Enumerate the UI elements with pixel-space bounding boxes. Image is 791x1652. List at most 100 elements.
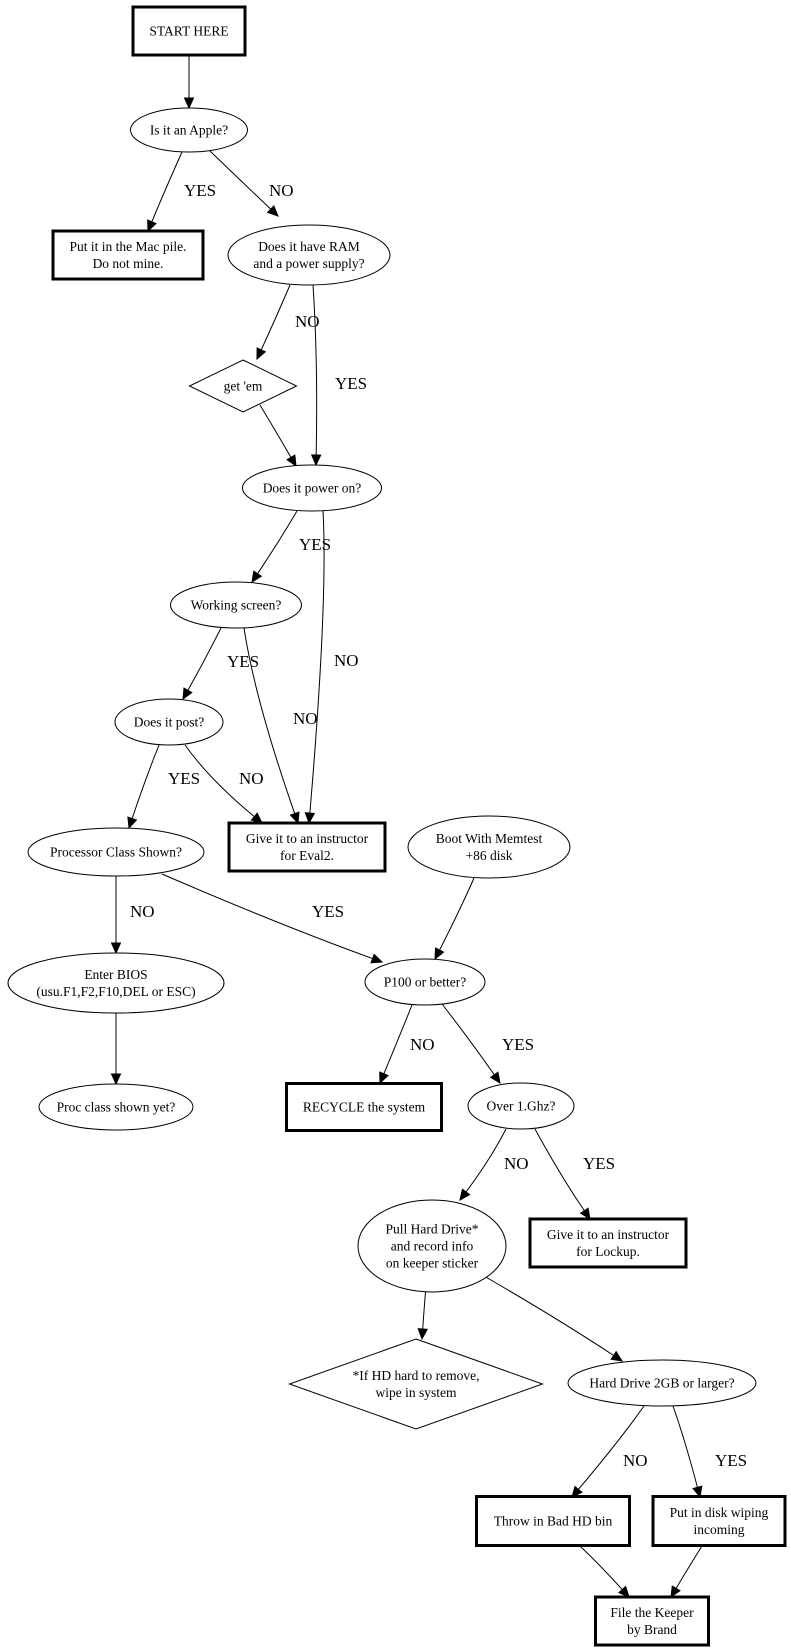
ellipse-shape xyxy=(242,464,382,512)
edge-label-no: NO xyxy=(410,1035,435,1054)
ellipse-shape xyxy=(7,952,225,1014)
node-label: +86 disk xyxy=(466,848,513,863)
node-label: Hard Drive 2GB or larger? xyxy=(589,1376,734,1391)
node-apple: Is it an Apple? xyxy=(130,107,248,153)
ellipse-shape xyxy=(407,815,571,879)
node-ram: Does it have RAM and a power supply? xyxy=(227,224,391,286)
node-recycle: RECYCLE the system xyxy=(285,1082,443,1132)
arrowhead-icon xyxy=(183,97,195,110)
node-label: *If HD hard to remove, xyxy=(352,1368,479,1383)
node-label: Throw in Bad HD bin xyxy=(494,1514,613,1529)
edge-screen-to-post xyxy=(182,627,222,701)
edge-pullhd-to-hdnote xyxy=(417,1285,428,1341)
node-label: START HERE xyxy=(149,24,228,39)
node-label: Pull Hard Drive* xyxy=(386,1222,479,1237)
arrowhead-icon xyxy=(127,816,138,830)
node-label: Working screen? xyxy=(191,598,282,613)
edge-p100-to-ghz xyxy=(441,1003,501,1084)
arrowhead-icon xyxy=(610,1350,624,1362)
node-label: Give it to an instructor xyxy=(547,1227,670,1242)
edge-label-yes: YES xyxy=(168,769,200,788)
edge-proc-to-p100 xyxy=(161,873,384,964)
edge-line xyxy=(675,1545,703,1589)
box-shape xyxy=(651,1495,787,1547)
edge-ram-to-power xyxy=(310,284,322,467)
arrowhead-icon xyxy=(670,1585,681,1599)
edge-line xyxy=(578,1405,645,1490)
arrowhead-icon xyxy=(618,1585,630,1598)
node-label: incoming xyxy=(694,1522,745,1537)
node-p100: P100 or better? xyxy=(364,958,486,1006)
arrowhead-icon xyxy=(147,219,157,233)
edge-wiping-to-keeper xyxy=(670,1545,703,1599)
edge-badhd-to-keeper xyxy=(579,1545,630,1598)
arrowhead-icon xyxy=(310,454,322,467)
edge-pullhd-to-hd2gb xyxy=(483,1275,624,1362)
arrowhead-icon xyxy=(289,811,300,825)
edge-proc-to-bios xyxy=(110,875,122,955)
arrowhead-icon xyxy=(434,947,445,961)
node-macpile: Put it in the Mac pile.Do not mine. xyxy=(51,229,205,281)
arrowhead-icon xyxy=(692,1485,703,1499)
edge-line xyxy=(187,627,222,691)
arrowhead-icon xyxy=(256,347,267,361)
node-hdnote: *If HD hard to remove, wipe in system xyxy=(288,1338,544,1430)
ellipse-shape xyxy=(170,581,302,629)
node-label: Give it to an instructor xyxy=(246,831,369,846)
edge-label-yes: YES xyxy=(335,374,367,393)
node-label: for Eval2. xyxy=(280,848,334,863)
edge-getem-to-power xyxy=(259,404,297,468)
edges-layer xyxy=(110,55,703,1599)
edge-start-to-apple xyxy=(183,55,195,110)
node-getem: get 'em xyxy=(188,359,298,413)
arrowhead-icon xyxy=(459,1188,471,1201)
edge-line xyxy=(483,1275,614,1356)
arrowhead-icon xyxy=(251,570,263,584)
node-label: wipe in system xyxy=(376,1385,457,1400)
edge-label-yes: YES xyxy=(715,1451,747,1470)
node-hd2gb: Hard Drive 2GB or larger? xyxy=(567,1359,757,1407)
edge-line xyxy=(184,744,255,818)
arrowhead-icon xyxy=(304,812,316,825)
ellipse-shape xyxy=(227,224,391,286)
arrowhead-icon xyxy=(379,1071,389,1085)
node-label: Does it have RAM xyxy=(258,239,360,254)
node-label: and a power supply? xyxy=(253,256,364,271)
edge-apple-to-ram xyxy=(209,150,279,217)
edge-line xyxy=(383,1004,413,1074)
node-memtest: Boot With Memtest +86 disk xyxy=(407,815,571,879)
edge-line xyxy=(131,744,160,819)
node-label: and record info xyxy=(391,1239,474,1254)
edge-line xyxy=(209,150,272,210)
edge-line xyxy=(161,873,373,960)
node-power: Does it power on? xyxy=(242,464,382,512)
node-label: for Lockup. xyxy=(576,1244,640,1259)
node-label: get 'em xyxy=(224,379,263,394)
edge-label-no: NO xyxy=(293,709,318,728)
edge-label-no: NO xyxy=(130,902,155,921)
arrowhead-icon xyxy=(579,1207,591,1221)
node-post: Does it post? xyxy=(114,698,224,746)
box-shape xyxy=(594,1595,710,1647)
node-badhd: Throw in Bad HD bin xyxy=(475,1495,631,1547)
node-label: Boot With Memtest xyxy=(436,831,543,846)
node-start: START HERE xyxy=(131,5,247,57)
node-label: Over 1.Ghz? xyxy=(487,1099,556,1114)
edge-label-no: NO xyxy=(295,312,320,331)
edge-hd2gb-to-wiping xyxy=(672,1405,703,1499)
box-shape xyxy=(528,1217,688,1269)
node-label: RECYCLE the system xyxy=(303,1100,426,1115)
edge-screen-to-eval2 xyxy=(243,627,300,825)
edge-line xyxy=(257,510,298,574)
node-bios: Enter BIOS(usu.F1,F2,F10,DEL or ESC) xyxy=(7,952,225,1014)
diamond-shape xyxy=(188,359,298,413)
edge-line xyxy=(309,510,325,814)
ellipse-shape xyxy=(567,1359,757,1407)
ellipse-shape xyxy=(27,827,205,877)
edge-ghz-to-lockup xyxy=(534,1128,591,1221)
node-label: Enter BIOS xyxy=(84,967,147,982)
node-label: Does it post? xyxy=(134,715,205,730)
